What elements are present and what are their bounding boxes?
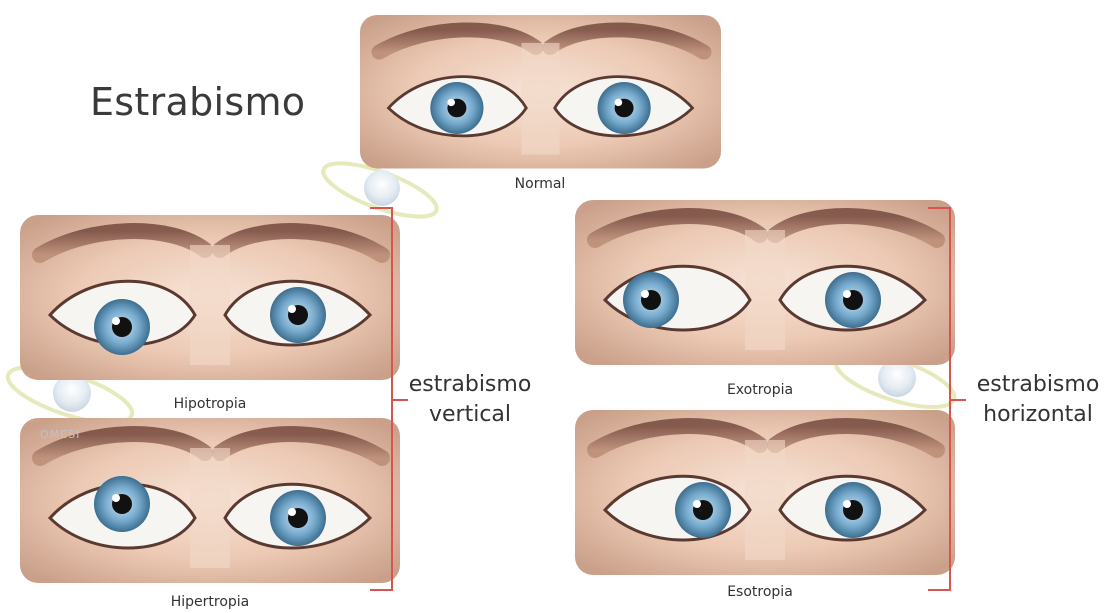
caption-hipotropia: Hipotropia — [130, 396, 290, 412]
group-label-horizontal-line1: estrabismo — [968, 370, 1108, 400]
group-label-horizontal-line2: horizontal — [968, 400, 1108, 430]
eyes-hipotropia-illustration — [20, 215, 400, 380]
eyes-esotropia-illustration — [575, 410, 955, 575]
group-label-vertical-line2: vertical — [405, 400, 535, 430]
eyes-exotropia-illustration — [575, 200, 955, 365]
group-label-vertical-line1: estrabismo — [405, 370, 535, 400]
page-title: Estrabismo — [90, 80, 305, 124]
watermark-text: OMESI — [40, 428, 80, 441]
eyes-hipertropia-illustration — [20, 418, 400, 583]
caption-exotropia: Exotropia — [680, 382, 840, 398]
caption-esotropia: Esotropia — [680, 584, 840, 600]
caption-normal: Normal — [460, 176, 620, 192]
group-label-vertical: estrabismo vertical — [405, 370, 535, 430]
group-label-horizontal: estrabismo horizontal — [968, 370, 1108, 430]
caption-hipertropia: Hipertropia — [130, 594, 290, 610]
eyes-normal-illustration — [360, 15, 721, 168]
